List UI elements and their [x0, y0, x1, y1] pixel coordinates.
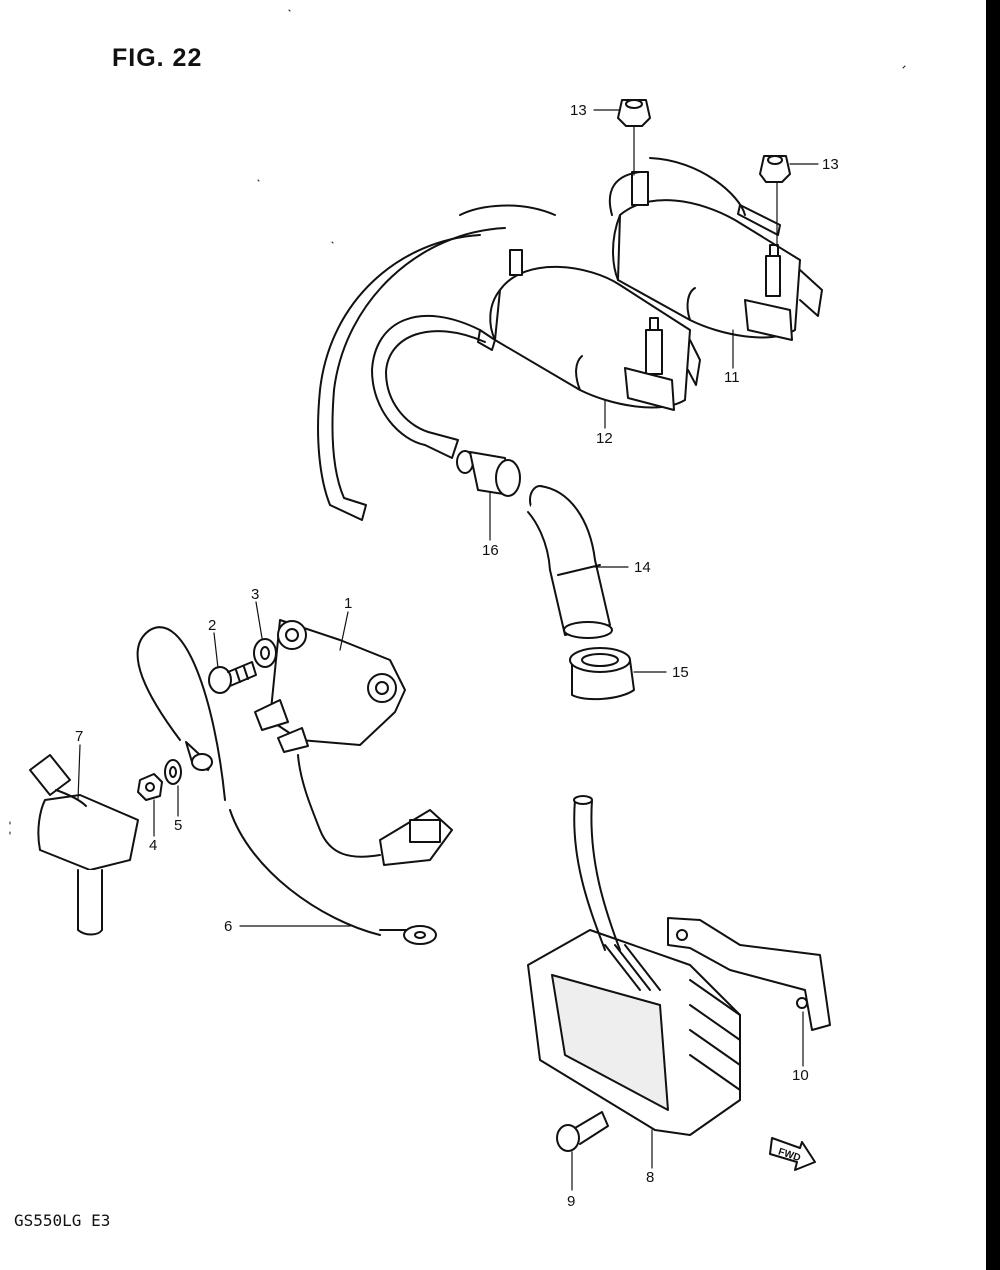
page-edge-border [986, 0, 1000, 1270]
regulator-rectifier-8 [527, 795, 741, 1136]
screw-9 [556, 1111, 609, 1152]
high-tension-leads [317, 157, 746, 521]
ground-lead-6 [136, 626, 437, 945]
callout-13-upper: 13 [570, 102, 587, 119]
callout-13-right: 13 [822, 156, 839, 173]
ignition-coil-12 [477, 249, 701, 411]
fwd-arrow-icon: FWD [769, 1137, 816, 1171]
callout-15: 15 [672, 664, 689, 681]
plug-cover-14 [527, 485, 613, 639]
leader-lines [77, 109, 819, 1191]
cover-7 [29, 754, 139, 936]
callout-9: 9 [567, 1193, 576, 1210]
callout-8: 8 [646, 1169, 655, 1186]
callout-7: 7 [75, 728, 84, 745]
callout-12: 12 [596, 430, 613, 447]
starter-relay-1 [254, 619, 453, 866]
plug-cap-15 [569, 647, 635, 701]
callout-4: 4 [149, 837, 158, 854]
callout-14: 14 [634, 559, 651, 576]
model-code: GS550LG E3 [14, 1211, 111, 1230]
callout-1: 1 [344, 595, 353, 612]
bolt-2 [208, 661, 257, 694]
bracket-10 [667, 917, 831, 1031]
callout-6: 6 [224, 918, 233, 935]
nut-13-right [759, 155, 791, 183]
callout-10: 10 [792, 1067, 809, 1084]
plug-cap-16 [456, 450, 521, 497]
washer-3 [253, 638, 277, 668]
nut-4 [137, 773, 163, 801]
callout-3: 3 [251, 586, 260, 603]
callout-2: 2 [208, 617, 217, 634]
callout-11: 11 [724, 369, 740, 386]
ignition-coil-11 [612, 171, 823, 341]
scan-specks [9, 9, 906, 835]
washer-5 [164, 759, 182, 785]
nut-13-upper [617, 99, 651, 127]
figure-title: FIG. 22 [112, 44, 203, 72]
callout-16: 16 [482, 542, 499, 559]
callout-5: 5 [174, 817, 183, 834]
